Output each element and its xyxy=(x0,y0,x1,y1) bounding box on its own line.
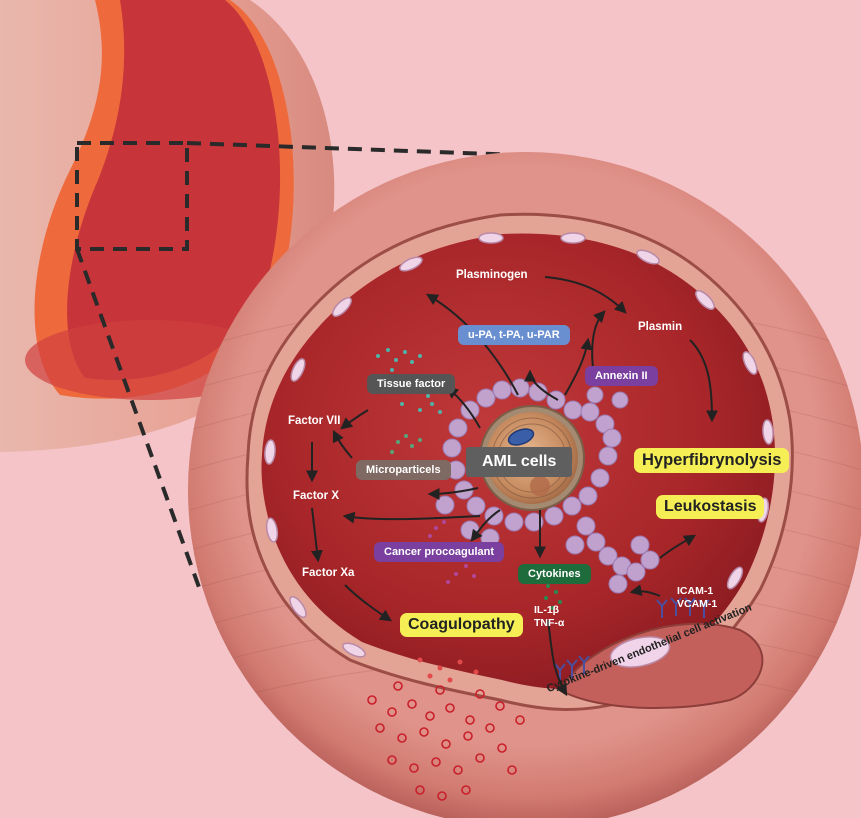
microparticles-box: Microparticels xyxy=(356,460,451,480)
procoagulant-box: Cancer procoagulant xyxy=(374,542,504,562)
leukostasis-box: Leukostasis xyxy=(656,495,764,519)
il1b-label: IL-1β xyxy=(534,604,559,616)
activators-box: u-PA, t-PA, u-PAR xyxy=(458,325,570,345)
factor-vii-label: Factor VII xyxy=(288,415,340,427)
aml-cells-box: AML cells xyxy=(466,447,572,477)
plasminogen-label: Plasminogen xyxy=(456,269,528,281)
tnfa-label: TNF-α xyxy=(534,617,564,629)
factor-xa-label: Factor Xa xyxy=(302,567,354,579)
hyperfibrinolysis-box: Hyperfibrynolysis xyxy=(634,448,789,473)
icam-label: ICAM-1 xyxy=(677,585,713,597)
tissue-factor-box: Tissue factor xyxy=(367,374,455,394)
vcam-label: VCAM-1 xyxy=(677,598,717,610)
annexin-box: Annexin II xyxy=(585,366,658,386)
cytokines-box: Cytokines xyxy=(518,564,591,584)
factor-x-label: Factor X xyxy=(293,490,339,502)
plasmin-label: Plasmin xyxy=(638,321,682,333)
coagulopathy-box: Coagulopathy xyxy=(400,613,523,637)
